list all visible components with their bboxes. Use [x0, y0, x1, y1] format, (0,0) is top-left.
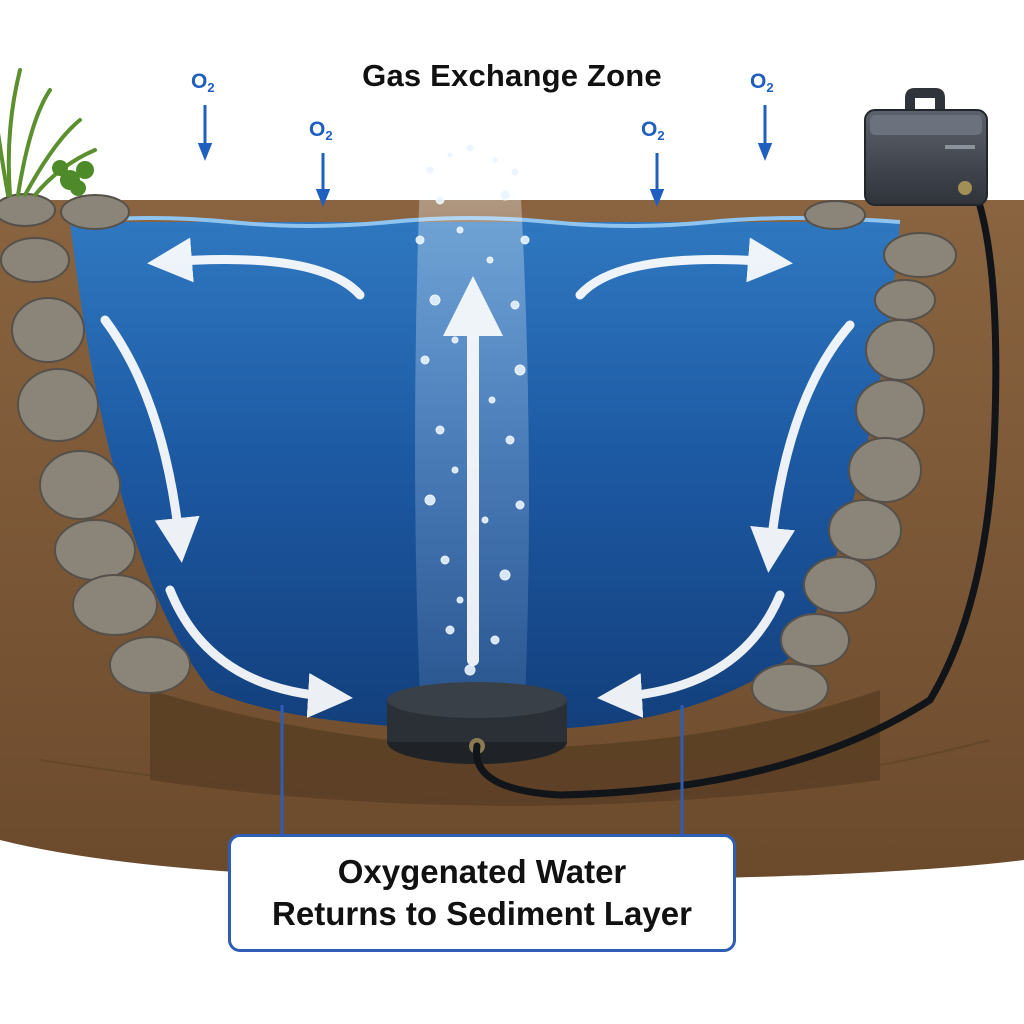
oxygen-symbol: O	[641, 118, 658, 141]
oxygen-label: O2	[309, 118, 333, 143]
left-rock-wall	[0, 193, 191, 694]
oxygen-label: O2	[191, 70, 215, 95]
oxygen-label: O2	[641, 118, 665, 143]
right-descending-arrow	[750, 320, 855, 573]
oxygen-label: O2	[750, 70, 774, 95]
air-hose	[473, 186, 1000, 799]
callout-leaders	[280, 705, 684, 834]
right-bottom-arrow	[597, 590, 785, 718]
oxygen-symbol: O	[750, 70, 767, 93]
oxygen-arrows	[197, 105, 773, 207]
right-surface-arrow	[575, 237, 793, 300]
bubbles	[415, 143, 530, 676]
callout-line-2: Returns to Sediment Layer	[272, 895, 692, 932]
oxygen-subscript: 2	[207, 80, 215, 95]
left-descending-arrow	[100, 315, 200, 563]
oxygen-subscript: 2	[766, 80, 774, 95]
oxygen-subscript: 2	[657, 128, 665, 143]
gas-exchange-title: Gas Exchange Zone	[362, 58, 662, 93]
air-pump-icon	[864, 88, 988, 206]
plant-icon	[0, 68, 97, 197]
small-plant-icon	[52, 160, 94, 196]
left-bottom-arrow	[165, 585, 353, 718]
diffuser-stone-icon	[387, 682, 567, 764]
callout-box: Oxygenated Water Returns to Sediment Lay…	[228, 834, 736, 952]
oxygen-symbol: O	[309, 118, 326, 141]
callout-line-1: Oxygenated Water	[337, 853, 627, 890]
left-surface-arrow	[147, 237, 365, 300]
oxygen-symbol: O	[191, 70, 208, 93]
right-rock-wall	[751, 200, 957, 713]
oxygen-subscript: 2	[325, 128, 333, 143]
circulation-arrows	[100, 237, 855, 718]
